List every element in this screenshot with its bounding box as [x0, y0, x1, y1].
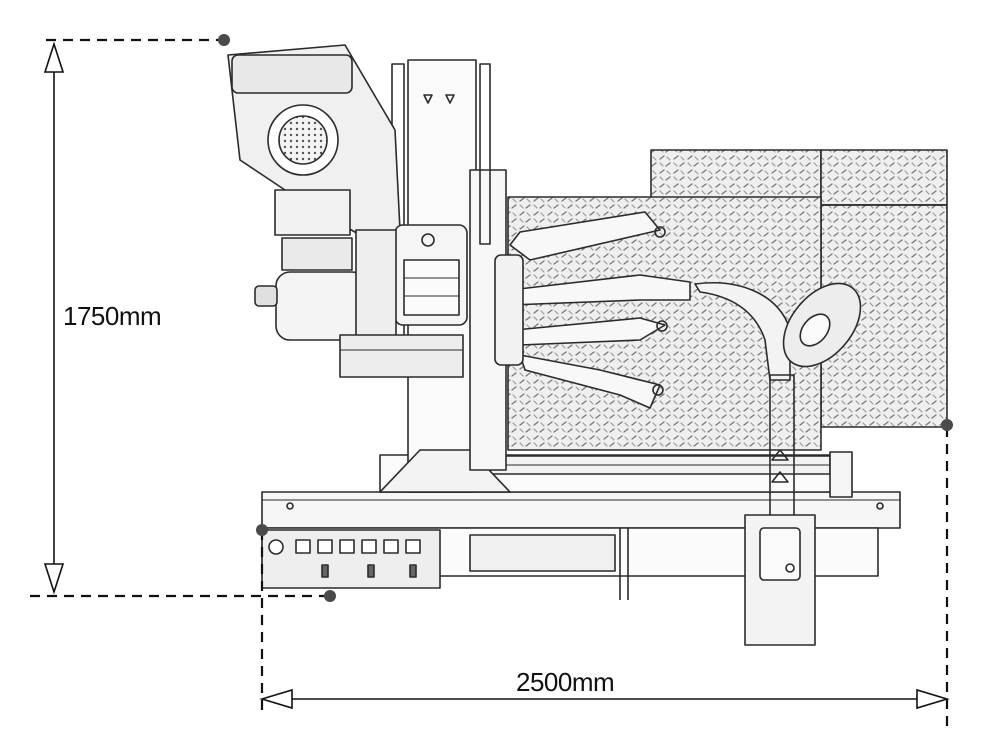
- tyre-changer-machine-sketch: [227, 44, 948, 646]
- width-arrow-left: [259, 688, 293, 710]
- clamp-jaws: [494, 211, 691, 409]
- width-dimension: [259, 427, 950, 726]
- control-panel: [261, 529, 441, 589]
- width-arrow-right: [916, 688, 950, 710]
- height-dimension: [30, 38, 330, 598]
- marker-dot: [218, 34, 230, 46]
- marker-dot: [324, 590, 336, 602]
- reference-markers: [218, 34, 953, 602]
- upper-motor-gearbox: [227, 44, 401, 271]
- hydraulic-cylinder: [254, 229, 397, 351]
- bead-breaker-post: [744, 374, 853, 646]
- marker-dot: [256, 524, 268, 536]
- bead-breaker-tool: [694, 282, 862, 381]
- width-dimension-label: 2500mm: [516, 667, 615, 697]
- height-arrow-bottom: [43, 563, 65, 595]
- marker-dot: [941, 419, 953, 431]
- lower-motor: [394, 224, 468, 326]
- height-dimension-label: 1750mm: [63, 301, 162, 331]
- height-arrow-top: [43, 41, 65, 73]
- turntable-housing: [339, 334, 464, 378]
